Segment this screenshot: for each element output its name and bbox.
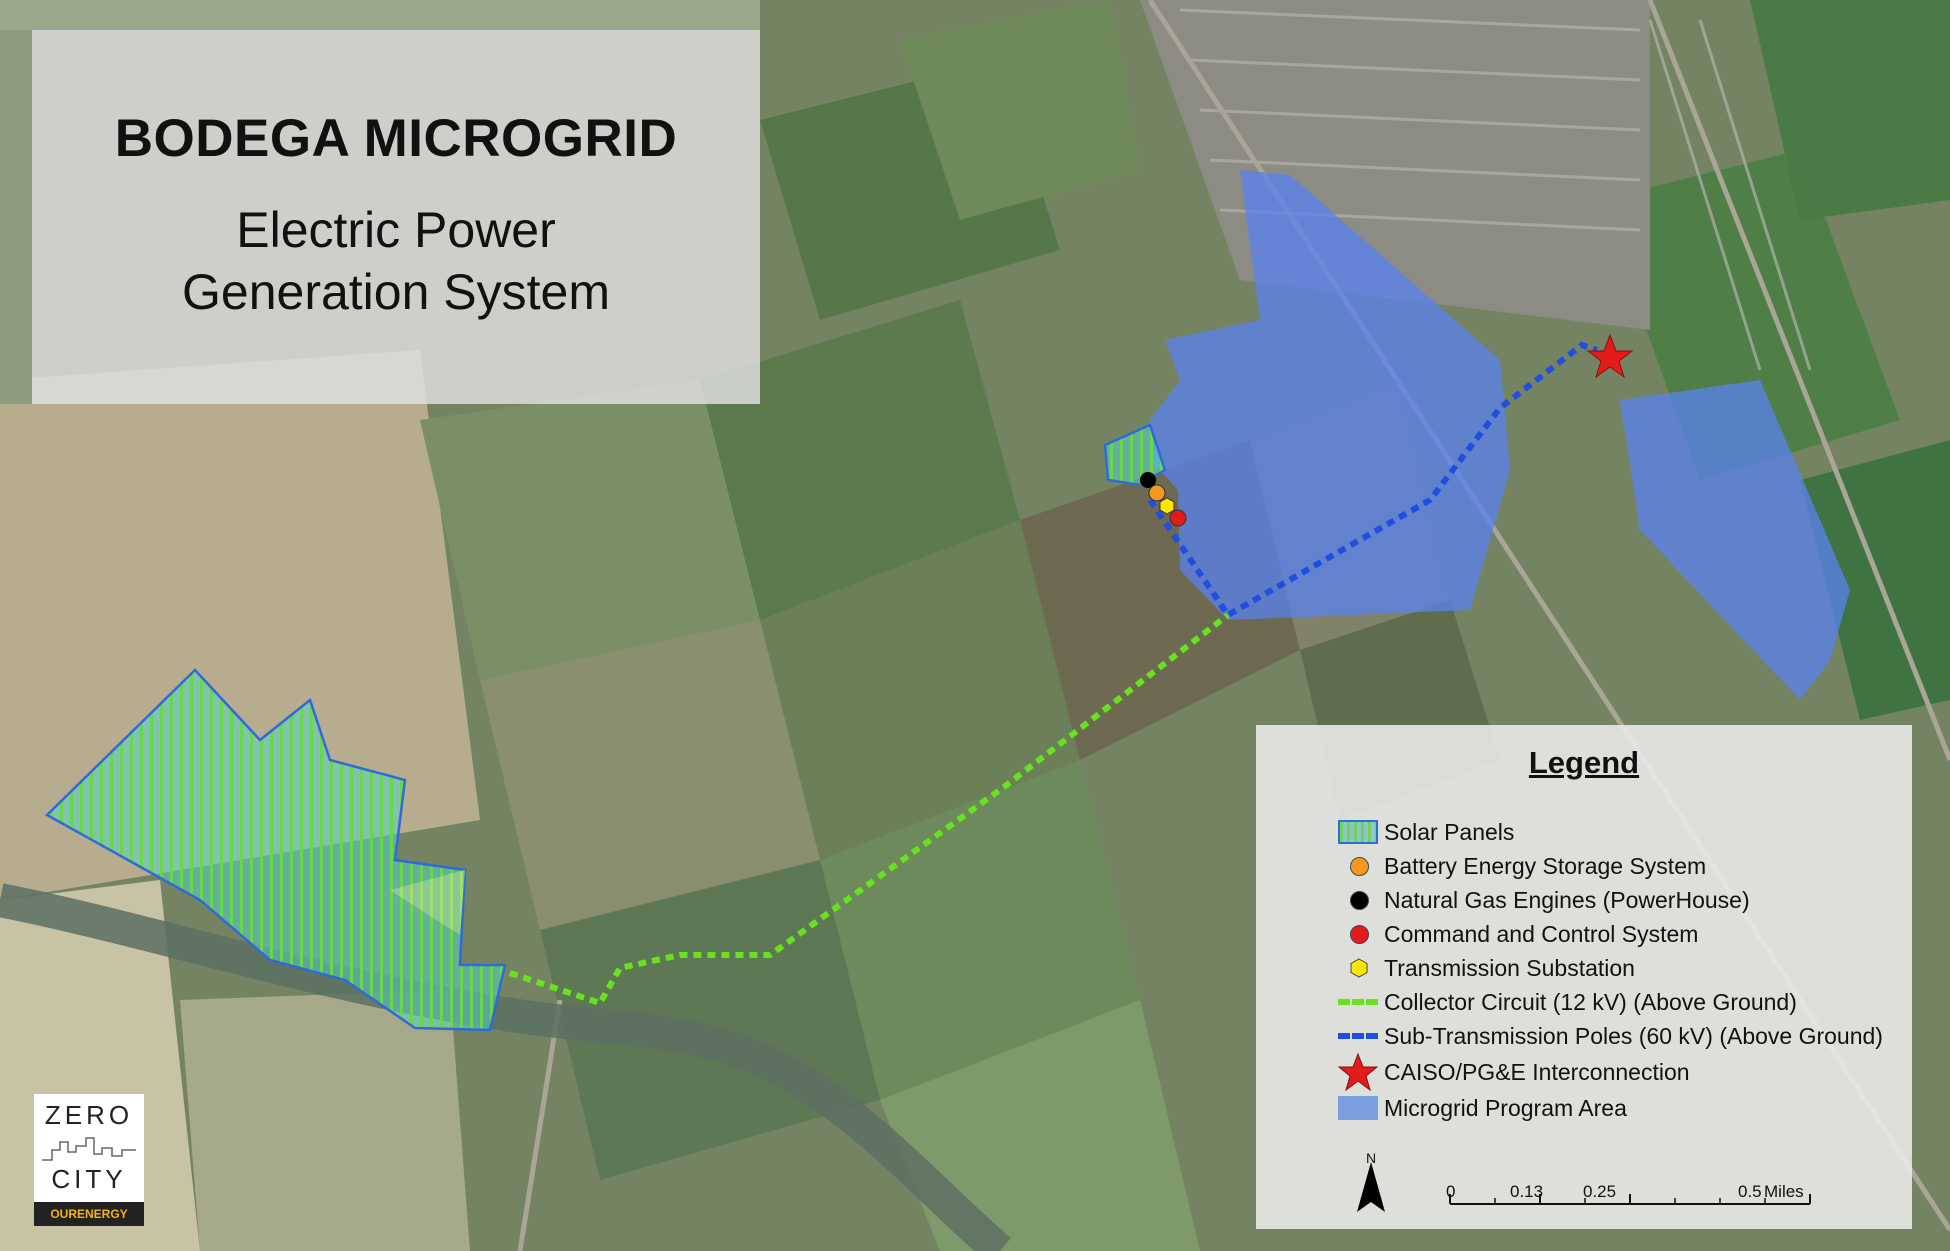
legend-item-program-area: Microgrid Program Area xyxy=(1338,1093,1627,1123)
red-dot-icon xyxy=(1338,919,1384,949)
black-dot-icon xyxy=(1338,885,1384,915)
legend-item-battery: Battery Energy Storage System xyxy=(1338,851,1706,881)
green-dashed-line-icon xyxy=(1338,987,1384,1017)
legend-item-solar: Solar Panels xyxy=(1338,817,1514,847)
facility-markers[interactable] xyxy=(1140,472,1187,527)
zero-city-logo: ZERO CITY OURENERGY xyxy=(34,1094,144,1226)
map-title: BODEGA MICROGRID xyxy=(114,109,678,168)
north-label: N xyxy=(1366,1150,1377,1166)
map-subtitle: Electric Power Generation System xyxy=(32,199,760,323)
legend-label: Natural Gas Engines (PowerHouse) xyxy=(1384,886,1750,913)
transmission-substation-marker xyxy=(1159,497,1175,515)
town-streets xyxy=(1179,8,1812,371)
legend-label: Sub-Transmission Poles (60 kV) (Above Gr… xyxy=(1384,1022,1883,1049)
legend-item-substation: Transmission Substation xyxy=(1338,953,1635,983)
logo-text-bottom: CITY xyxy=(51,1164,127,1194)
yellow-hexagon-icon xyxy=(1338,953,1384,983)
map-subtitle-line1: Electric Power xyxy=(236,202,556,258)
solar-panel-areas[interactable] xyxy=(44,423,1167,1032)
blue-area-icon xyxy=(1338,1093,1384,1123)
legend-item-interconnection: CAISO/PG&E Interconnection xyxy=(1338,1052,1690,1092)
battery-storage-marker xyxy=(1148,484,1166,502)
microgrid-program-area[interactable] xyxy=(1150,170,1850,700)
scale-tick-2: 0.25 xyxy=(1583,1182,1617,1201)
command-control-marker xyxy=(1169,509,1187,527)
north-arrow-icon xyxy=(1357,1162,1385,1212)
legend-label: Command and Control System xyxy=(1384,920,1699,947)
legend-label: Collector Circuit (12 kV) (Above Ground) xyxy=(1384,988,1797,1015)
red-star-icon xyxy=(1338,1052,1384,1092)
scale-tick-0: 0 xyxy=(1446,1182,1456,1201)
river xyxy=(0,883,1012,1251)
legend-heading: Legend xyxy=(1528,745,1640,780)
title-panel: BODEGA MICROGRID Electric Power Generati… xyxy=(32,30,760,404)
legend-label: Transmission Substation xyxy=(1384,954,1635,981)
legend-label: Battery Energy Storage System xyxy=(1384,852,1707,879)
legend-item-gas-engines: Natural Gas Engines (PowerHouse) xyxy=(1338,885,1750,915)
legend-label: Solar Panels xyxy=(1384,818,1515,845)
collector-circuit-line[interactable] xyxy=(509,612,1230,1007)
scale-tick-3: 0.5 xyxy=(1738,1182,1762,1201)
legend-item-sub-transmission: Sub-Transmission Poles (60 kV) (Above Gr… xyxy=(1338,1021,1883,1051)
legend-label: Microgrid Program Area xyxy=(1384,1094,1627,1121)
logo-text-top: ZERO xyxy=(44,1100,134,1130)
sub-transmission-line[interactable] xyxy=(1147,341,1598,619)
solar-hatch-icon xyxy=(1338,817,1384,847)
scale-unit: Miles xyxy=(1764,1182,1804,1201)
legend-item-collector-circuit: Collector Circuit (12 kV) (Above Ground) xyxy=(1338,987,1797,1017)
scale-tick-1: 0.13 xyxy=(1510,1182,1544,1201)
legend-label: CAISO/PG&E Interconnection xyxy=(1384,1058,1690,1085)
interconnection-star-icon[interactable] xyxy=(1586,333,1634,379)
legend-panel: Legend Solar Panels Battery Energy Stora… xyxy=(1256,725,1912,1229)
orange-dot-icon xyxy=(1338,851,1384,881)
map-subtitle-line2: Generation System xyxy=(182,264,610,320)
skyline-icon xyxy=(42,1137,136,1161)
logo-brand: OURENERGY xyxy=(34,1202,144,1226)
blue-dashed-line-icon xyxy=(1338,1021,1384,1051)
scale-bar xyxy=(1449,1194,1811,1205)
legend-item-command-control: Command and Control System xyxy=(1338,919,1698,949)
natural-gas-engines-marker xyxy=(1140,472,1156,488)
